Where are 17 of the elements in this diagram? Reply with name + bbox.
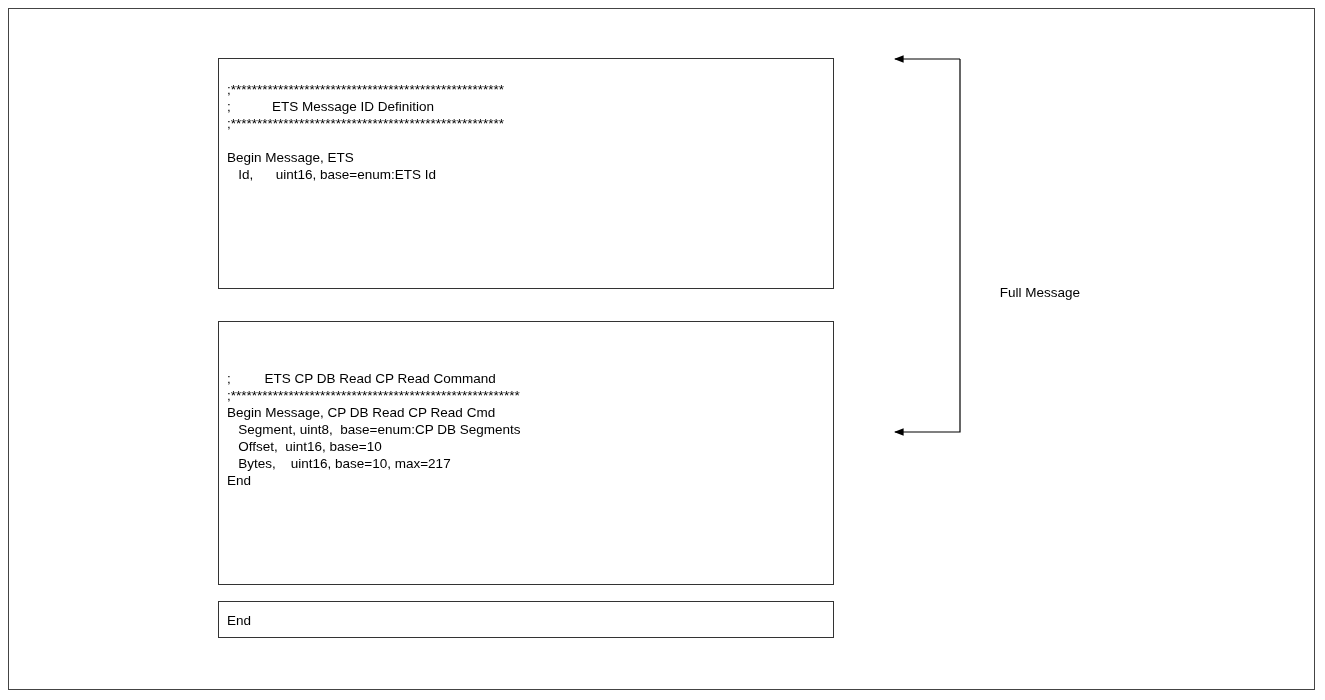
code-line: ;****************************************************: [227, 81, 505, 98]
code-box: [218, 58, 834, 289]
code-box: [218, 321, 834, 585]
code-line: Begin Message, ETS: [227, 149, 355, 166]
bracket-label: Full Message: [998, 284, 1082, 302]
code-line: ; ETS Message ID Definition: [227, 98, 436, 115]
code-line: ;*******************************************************: [227, 387, 521, 404]
code-line: Begin Message, CP DB Read CP Read Cmd: [227, 404, 497, 421]
code-line: Offset, uint16, base=10: [237, 438, 383, 455]
code-line: End: [227, 612, 253, 629]
code-line: Id, uint16, base=enum:ETS Id: [237, 166, 437, 183]
code-box: [218, 601, 834, 638]
code-line: Bytes, uint16, base=10, max=217: [237, 455, 452, 472]
code-line: Segment, uint8, base=enum:CP DB Segments: [237, 421, 522, 438]
code-line: ; ETS CP DB Read CP Read Command: [227, 370, 497, 387]
code-line: ;****************************************************: [227, 115, 505, 132]
code-line: End: [227, 472, 253, 489]
